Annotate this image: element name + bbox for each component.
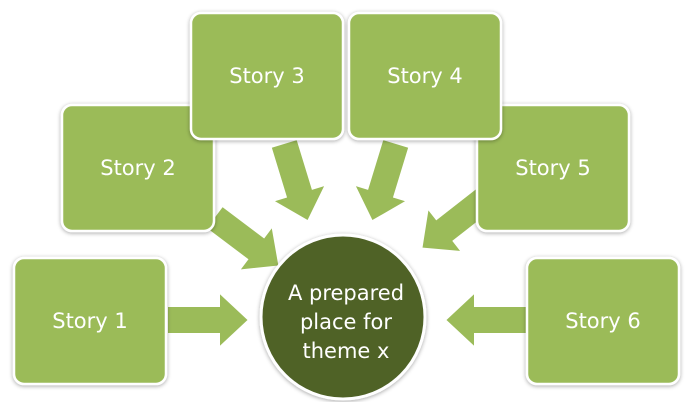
arrow-story-2 <box>204 204 281 272</box>
story-box-2: Story 2 <box>60 103 216 233</box>
center-node: A prepared place for theme x <box>259 233 427 401</box>
arrow-story-1 <box>166 289 251 351</box>
story-box-4-label: Story 4 <box>387 64 463 88</box>
arrow-story-6 <box>443 289 528 351</box>
arrow-story-3 <box>269 137 328 223</box>
center-label-line-1: A prepared <box>288 281 404 305</box>
story-box-6: Story 6 <box>525 256 681 386</box>
center-label-line-3: theme x <box>303 339 390 363</box>
story-box-4: Story 4 <box>347 11 503 141</box>
story-box-6-label: Story 6 <box>565 309 641 333</box>
story-box-3: Story 3 <box>189 11 345 141</box>
story-box-5-label: Story 5 <box>515 156 591 180</box>
story-box-3-label: Story 3 <box>229 64 305 88</box>
story-box-5: Story 5 <box>475 103 631 233</box>
arrow-story-4 <box>352 137 411 223</box>
story-box-1: Story 1 <box>12 256 168 386</box>
story-box-1-label: Story 1 <box>52 309 128 333</box>
center-label-line-2: place for <box>300 310 392 334</box>
story-box-2-label: Story 2 <box>100 156 176 180</box>
story-boxes: Story 1 Story 2 Story 5 Story 6 Story 3 … <box>12 11 681 386</box>
